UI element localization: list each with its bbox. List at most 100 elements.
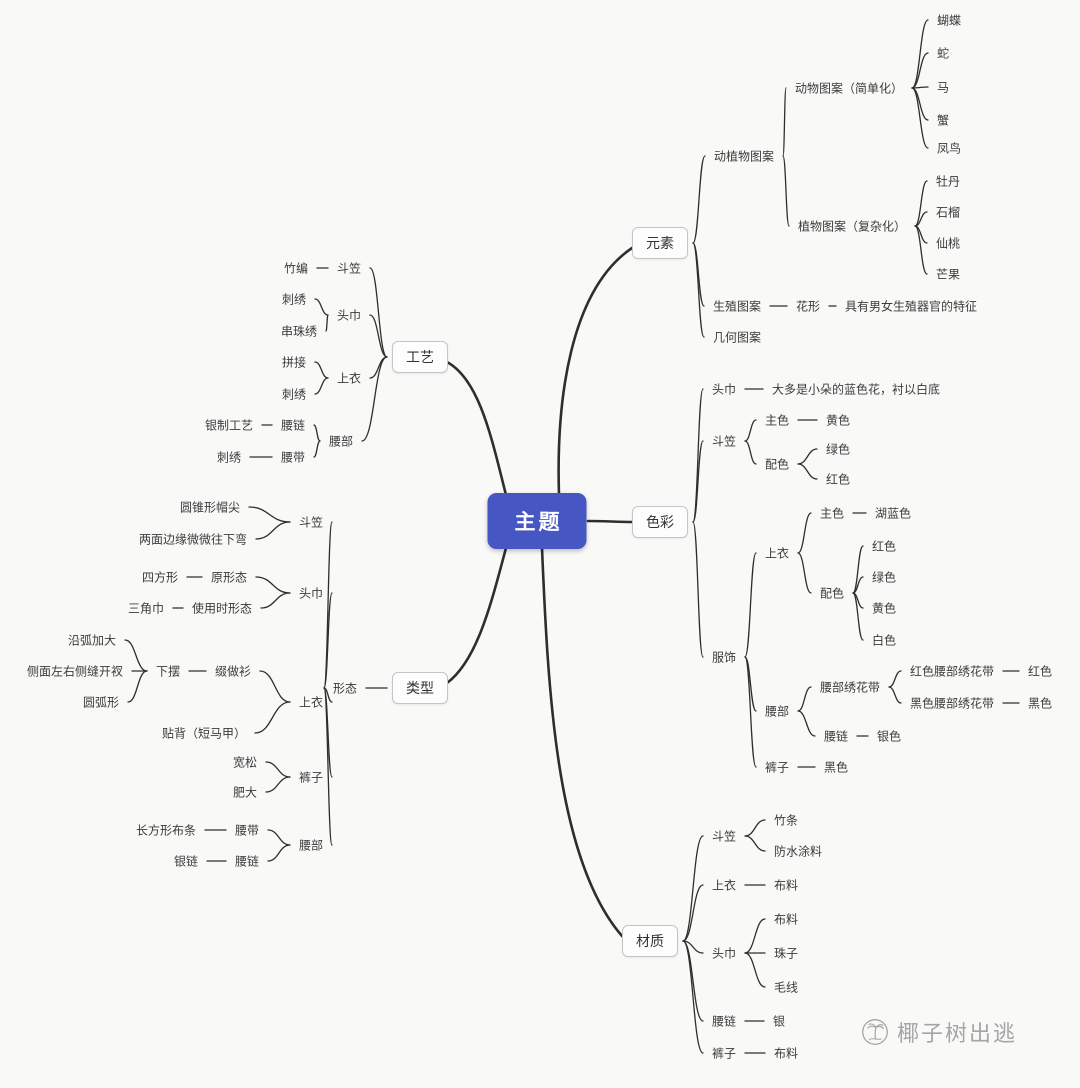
topic-node[interactable]: 上衣 bbox=[336, 371, 362, 386]
topic-node[interactable]: 湖蓝色 bbox=[874, 506, 912, 521]
topic-node[interactable]: 蟹 bbox=[936, 113, 950, 128]
topic-node[interactable]: 配色 bbox=[764, 457, 790, 472]
topic-node[interactable]: 裤子 bbox=[298, 770, 324, 785]
topic-node[interactable]: 仙桃 bbox=[935, 236, 961, 251]
topic-node[interactable]: 石榴 bbox=[935, 205, 961, 220]
topic-node[interactable]: 头巾 bbox=[711, 946, 737, 961]
topic-node[interactable]: 竹编 bbox=[283, 261, 309, 276]
topic-node[interactable]: 主色 bbox=[819, 506, 845, 521]
topic-node[interactable]: 三角巾 bbox=[127, 601, 165, 616]
topic-node[interactable]: 大多是小朵的蓝色花，衬以白底 bbox=[771, 382, 941, 397]
topic-node[interactable]: 腰部 bbox=[298, 838, 324, 853]
topic-node[interactable]: 斗笠 bbox=[711, 434, 737, 449]
topic-node[interactable]: 沿弧加大 bbox=[67, 633, 117, 648]
branch-node[interactable]: 工艺 bbox=[392, 341, 448, 373]
topic-node[interactable]: 绿色 bbox=[871, 570, 897, 585]
topic-node[interactable]: 配色 bbox=[819, 586, 845, 601]
topic-node[interactable]: 腰部绣花带 bbox=[819, 680, 881, 695]
topic-node[interactable]: 主色 bbox=[764, 413, 790, 428]
topic-node[interactable]: 刺绣 bbox=[281, 292, 307, 307]
topic-node[interactable]: 上衣 bbox=[764, 546, 790, 561]
topic-node[interactable]: 花形 bbox=[795, 299, 821, 314]
topic-node[interactable]: 裤子 bbox=[711, 1046, 737, 1061]
topic-node[interactable]: 宽松 bbox=[232, 755, 258, 770]
topic-node[interactable]: 牡丹 bbox=[935, 174, 961, 189]
topic-node[interactable]: 动植物图案 bbox=[713, 149, 775, 164]
topic-node[interactable]: 斗笠 bbox=[336, 261, 362, 276]
topic-node[interactable]: 长方形布条 bbox=[135, 823, 197, 838]
topic-node[interactable]: 黄色 bbox=[871, 601, 897, 616]
topic-node[interactable]: 原形态 bbox=[210, 570, 248, 585]
topic-node[interactable]: 拼接 bbox=[281, 355, 307, 370]
topic-node[interactable]: 侧面左右侧缝开衩 bbox=[26, 664, 124, 679]
topic-node[interactable]: 红色 bbox=[825, 472, 851, 487]
topic-node[interactable]: 蝴蝶 bbox=[936, 13, 962, 28]
topic-node[interactable]: 上衣 bbox=[298, 695, 324, 710]
topic-node[interactable]: 腰带 bbox=[280, 450, 306, 465]
topic-node[interactable]: 腰链 bbox=[711, 1014, 737, 1029]
topic-node[interactable]: 四方形 bbox=[141, 570, 179, 585]
branch-node[interactable]: 色彩 bbox=[632, 506, 688, 538]
topic-node[interactable]: 红色腰部绣花带 bbox=[909, 664, 995, 679]
root-node[interactable]: 主题 bbox=[487, 493, 587, 549]
topic-node[interactable]: 腰链 bbox=[234, 854, 260, 869]
topic-node[interactable]: 串珠绣 bbox=[280, 324, 318, 339]
branch-node[interactable]: 类型 bbox=[392, 672, 448, 704]
topic-node[interactable]: 生殖图案 bbox=[712, 299, 762, 314]
topic-node[interactable]: 防水涂料 bbox=[773, 844, 823, 859]
topic-node[interactable]: 头巾 bbox=[336, 308, 362, 323]
topic-node[interactable]: 竹条 bbox=[773, 813, 799, 828]
topic-node[interactable]: 头巾 bbox=[298, 586, 324, 601]
topic-node[interactable]: 腰带 bbox=[234, 823, 260, 838]
topic-node[interactable]: 布料 bbox=[773, 878, 799, 893]
topic-node[interactable]: 马 bbox=[936, 80, 950, 95]
topic-node[interactable]: 缀做衫 bbox=[214, 664, 252, 679]
topic-node[interactable]: 腰部 bbox=[764, 704, 790, 719]
topic-node[interactable]: 服饰 bbox=[711, 650, 737, 665]
topic-node[interactable]: 动物图案（简单化） bbox=[794, 81, 904, 96]
topic-node[interactable]: 两面边缘微微往下弯 bbox=[138, 532, 248, 547]
topic-node[interactable]: 圆锥形帽尖 bbox=[179, 500, 241, 515]
topic-node[interactable]: 刺绣 bbox=[216, 450, 242, 465]
branch-node[interactable]: 材质 bbox=[622, 925, 678, 957]
topic-node[interactable]: 贴背（短马甲） bbox=[161, 726, 247, 741]
topic-node[interactable]: 红色 bbox=[871, 539, 897, 554]
topic-node[interactable]: 刺绣 bbox=[281, 387, 307, 402]
topic-node[interactable]: 芒果 bbox=[935, 267, 961, 282]
connector-line bbox=[692, 242, 705, 338]
topic-node[interactable]: 珠子 bbox=[773, 946, 799, 961]
topic-node[interactable]: 形态 bbox=[332, 681, 358, 696]
topic-node[interactable]: 植物图案（复杂化） bbox=[797, 219, 907, 234]
topic-node[interactable]: 布料 bbox=[773, 1046, 799, 1061]
topic-node[interactable]: 黄色 bbox=[825, 413, 851, 428]
topic-node[interactable]: 头巾 bbox=[711, 382, 737, 397]
topic-node[interactable]: 红色 bbox=[1027, 664, 1053, 679]
topic-node[interactable]: 下摆 bbox=[155, 664, 181, 679]
topic-node[interactable]: 毛线 bbox=[773, 980, 799, 995]
topic-node[interactable]: 几何图案 bbox=[712, 330, 762, 345]
topic-node[interactable]: 肥大 bbox=[232, 785, 258, 800]
topic-node[interactable]: 圆弧形 bbox=[82, 695, 120, 710]
topic-node[interactable]: 银 bbox=[772, 1014, 786, 1029]
topic-node[interactable]: 具有男女生殖器官的特征 bbox=[844, 299, 978, 314]
topic-node[interactable]: 蛇 bbox=[936, 46, 950, 61]
topic-node[interactable]: 银色 bbox=[876, 729, 902, 744]
topic-node[interactable]: 黑色 bbox=[1027, 696, 1053, 711]
branch-node[interactable]: 元素 bbox=[632, 227, 688, 259]
topic-node[interactable]: 使用时形态 bbox=[191, 601, 253, 616]
topic-node[interactable]: 腰部 bbox=[328, 434, 354, 449]
topic-node[interactable]: 银制工艺 bbox=[204, 418, 254, 433]
topic-node[interactable]: 腰链 bbox=[823, 729, 849, 744]
topic-node[interactable]: 黑色 bbox=[823, 760, 849, 775]
topic-node[interactable]: 斗笠 bbox=[298, 515, 324, 530]
topic-node[interactable]: 腰链 bbox=[280, 418, 306, 433]
topic-node[interactable]: 裤子 bbox=[764, 760, 790, 775]
topic-node[interactable]: 上衣 bbox=[711, 878, 737, 893]
topic-node[interactable]: 银链 bbox=[173, 854, 199, 869]
topic-node[interactable]: 绿色 bbox=[825, 442, 851, 457]
topic-node[interactable]: 白色 bbox=[871, 633, 897, 648]
topic-node[interactable]: 黑色腰部绣花带 bbox=[909, 696, 995, 711]
topic-node[interactable]: 凤鸟 bbox=[936, 141, 962, 156]
topic-node[interactable]: 布料 bbox=[773, 912, 799, 927]
topic-node[interactable]: 斗笠 bbox=[711, 829, 737, 844]
